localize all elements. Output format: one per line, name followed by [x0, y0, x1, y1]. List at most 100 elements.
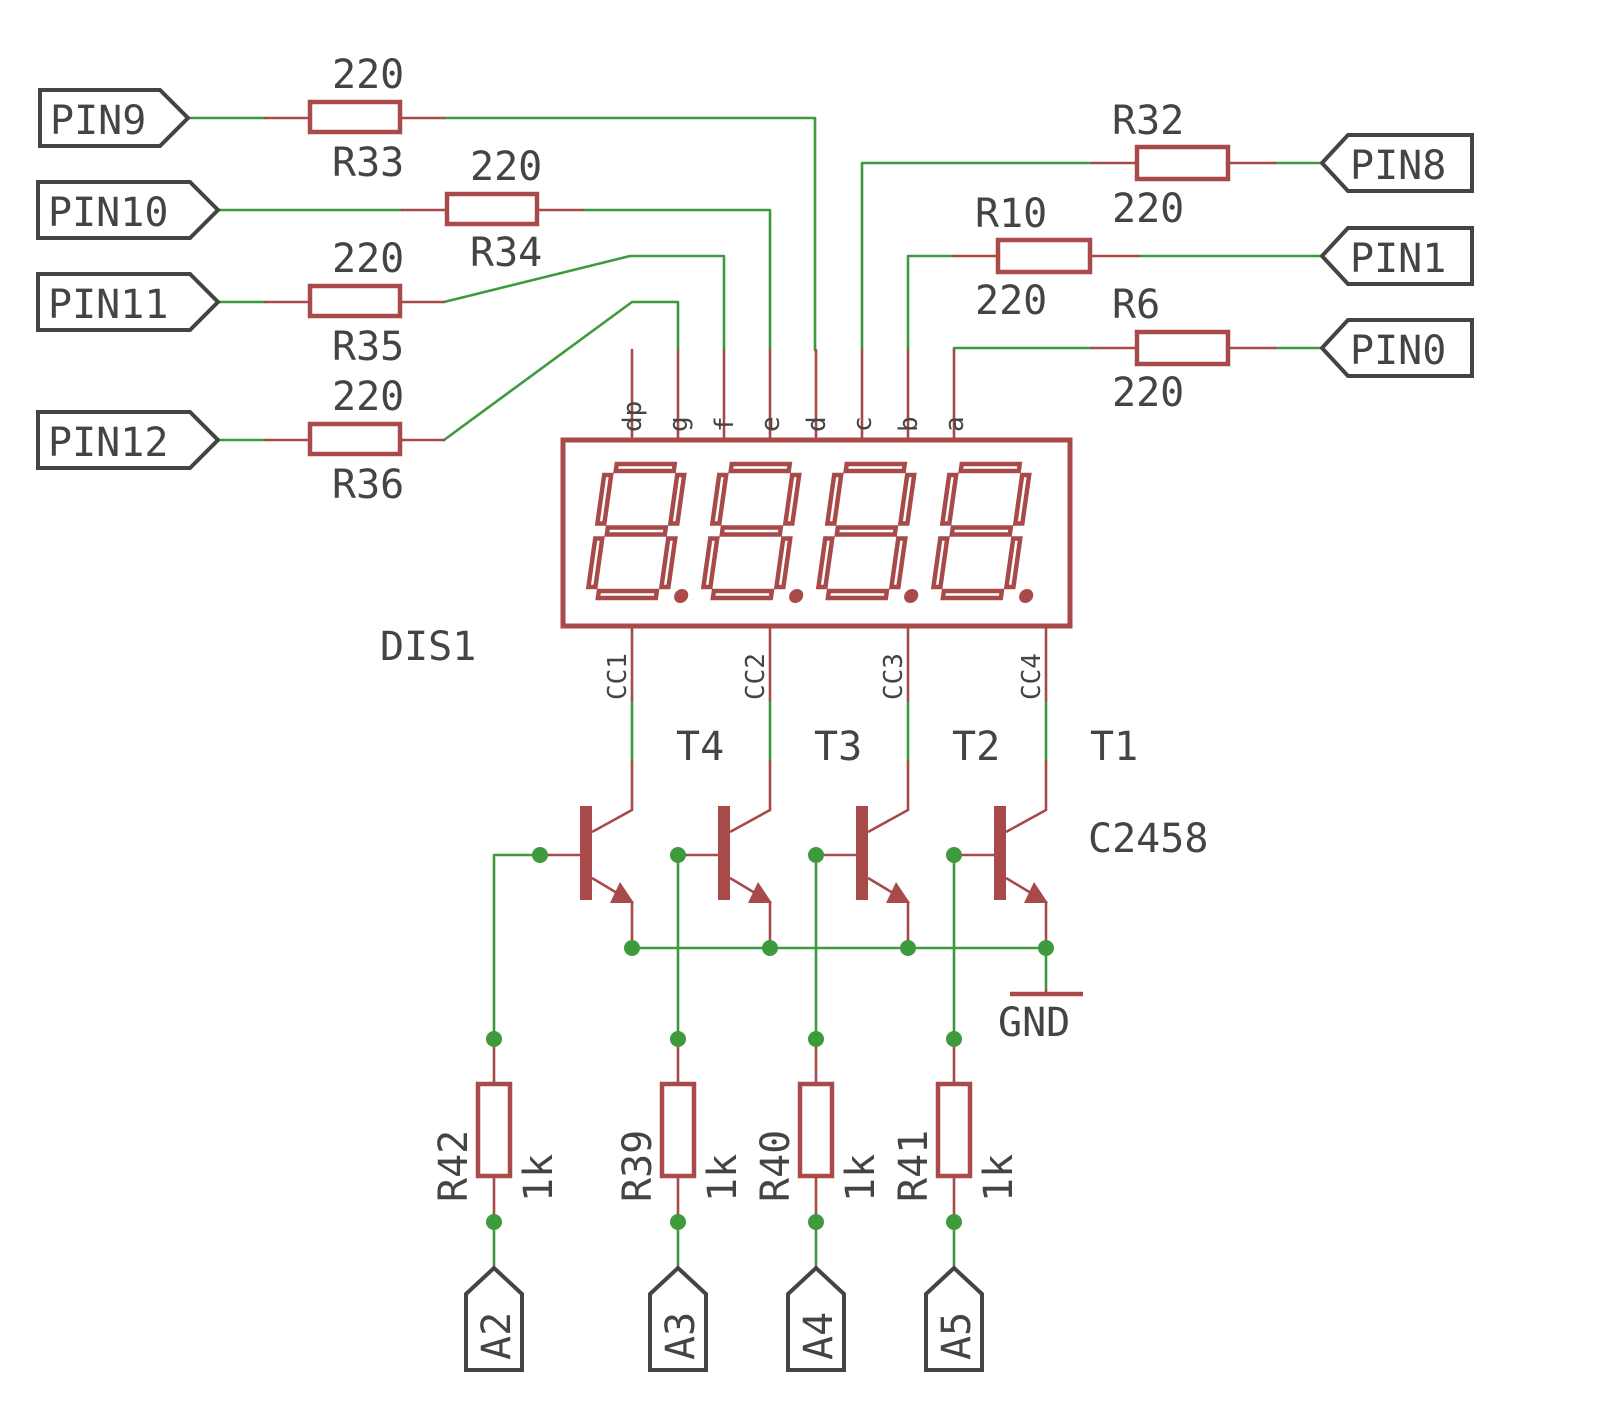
- transistor-label-t3: T3: [814, 724, 862, 770]
- digit-3-segment-f: [824, 472, 844, 526]
- common-pin-label-cc3: CC3: [879, 653, 909, 700]
- digit-2-segment-b: [782, 472, 802, 526]
- r10-name: R10: [975, 191, 1047, 237]
- port-pin12: PIN12: [36, 410, 221, 470]
- display-pins: [630, 348, 1048, 702]
- common-pin-label-cc1: CC1: [603, 653, 633, 700]
- resistor-r32: [1090, 144, 1277, 182]
- ground-symbol: [1010, 988, 1083, 997]
- digit-3-segment-g: [834, 525, 899, 537]
- digit-4-segment-d: [940, 588, 1005, 601]
- common-pin-label-cc2: CC2: [741, 653, 771, 700]
- digit-4-segment-f: [939, 472, 959, 526]
- port-pin9: PIN9: [38, 88, 191, 148]
- r34-name: R34: [470, 230, 542, 276]
- segment-pin-label-c: c: [848, 416, 878, 432]
- segment-pin-label-dp: dp: [618, 401, 648, 432]
- r40-value: 1k: [838, 1154, 884, 1202]
- digit-2: [700, 461, 804, 603]
- r33-name: R33: [332, 140, 404, 186]
- r33-value: 220: [332, 52, 404, 98]
- common-pin-label-cc4: CC4: [1017, 653, 1047, 700]
- digit-2-segment-a: [728, 461, 793, 474]
- digit-1-segment-f: [594, 472, 614, 526]
- r39-value: 1k: [700, 1154, 746, 1202]
- segment-pin-label-e: e: [756, 416, 786, 432]
- resistor-r36: [263, 421, 446, 457]
- resistor-r34: [400, 191, 585, 227]
- port-a3: A3: [648, 1265, 708, 1372]
- transistor-label-t1: T1: [1090, 724, 1138, 770]
- seven-segment-display: [560, 348, 1073, 702]
- digit-2-segment-c: [773, 536, 793, 590]
- r10-value: 220: [975, 278, 1047, 324]
- digit-2-segment-e: [700, 536, 720, 590]
- segment-pin-label-g: g: [664, 416, 694, 432]
- digit-4-segment-a: [958, 461, 1023, 474]
- transistor-label-t4: T4: [676, 724, 724, 770]
- r6-value: 220: [1112, 370, 1184, 416]
- resistor-r40: [797, 1037, 835, 1224]
- r41-value: 1k: [976, 1154, 1022, 1202]
- r6-name: R6: [1112, 282, 1160, 328]
- r32-name: R32: [1112, 98, 1184, 144]
- r35-value: 220: [332, 236, 404, 282]
- resistor-r35: [263, 283, 446, 319]
- digit-4-segment-b: [1012, 472, 1032, 526]
- wires: [186, 116, 1324, 1270]
- transistor-label-t2: T2: [952, 724, 1000, 770]
- r36-value: 220: [332, 374, 404, 420]
- r40-name: R40: [753, 1130, 799, 1202]
- digit-1: [585, 461, 689, 603]
- digit-4: [930, 461, 1034, 603]
- r36-name: R36: [332, 462, 404, 508]
- digit-4-segment-g: [949, 525, 1014, 537]
- port-a3-label: A3: [658, 1312, 704, 1360]
- digit-1-segment-d: [595, 588, 660, 601]
- port-a4-label: A4: [796, 1312, 842, 1360]
- digit-3-segment-c: [888, 536, 908, 590]
- digit-4-decimal-point: [1019, 589, 1034, 603]
- port-pin11: PIN11: [36, 272, 221, 332]
- port-pin11-label: PIN11: [48, 282, 168, 328]
- port-pin1-label: PIN1: [1350, 236, 1446, 282]
- digit-1-segment-c: [658, 536, 678, 590]
- resistor-r42: [475, 1037, 513, 1224]
- transistor-part: C2458: [1088, 816, 1208, 862]
- transistor-t2: [816, 760, 910, 948]
- transistor-t1: [954, 760, 1048, 948]
- segment-pin-label-d: d: [802, 416, 832, 432]
- port-a5-label: A5: [934, 1312, 980, 1360]
- port-pin10: PIN10: [36, 180, 221, 240]
- r42-name: R42: [431, 1130, 477, 1202]
- port-pin9-label: PIN9: [50, 98, 146, 144]
- digit-3-segment-b: [897, 472, 917, 526]
- digit-2-segment-g: [719, 525, 784, 537]
- digit-4-segment-c: [1003, 536, 1023, 590]
- digit-3-decimal-point: [904, 589, 919, 603]
- digit-2-decimal-point: [789, 589, 804, 603]
- display-name: DIS1: [380, 624, 476, 670]
- digit-1-segment-g: [604, 525, 669, 537]
- display-digits: [585, 461, 1034, 603]
- common-pin-labels: CC1 CC2 CC3 CC4: [603, 653, 1047, 700]
- segment-pin-label-b: b: [894, 416, 924, 432]
- port-a2-label: A2: [474, 1312, 520, 1360]
- digit-1-segment-e: [585, 536, 605, 590]
- digit-3-segment-e: [815, 536, 835, 590]
- digit-1-decimal-point: [674, 589, 689, 603]
- segment-pin-label-a: a: [940, 416, 970, 432]
- transistors: [540, 760, 1048, 948]
- r39-name: R39: [615, 1130, 661, 1202]
- port-a4: A4: [786, 1265, 846, 1372]
- resistor-r6: [1090, 329, 1277, 367]
- port-a5: A5: [924, 1265, 984, 1372]
- segment-pin-label-f: f: [710, 416, 740, 432]
- port-a2: A2: [464, 1265, 524, 1372]
- transistor-t3: [678, 760, 772, 948]
- port-pin8-label: PIN8: [1350, 143, 1446, 189]
- resistor-r39: [659, 1037, 697, 1224]
- junctions: [486, 847, 1054, 1230]
- r41-name: R41: [891, 1130, 937, 1202]
- resistor-r33: [263, 99, 446, 135]
